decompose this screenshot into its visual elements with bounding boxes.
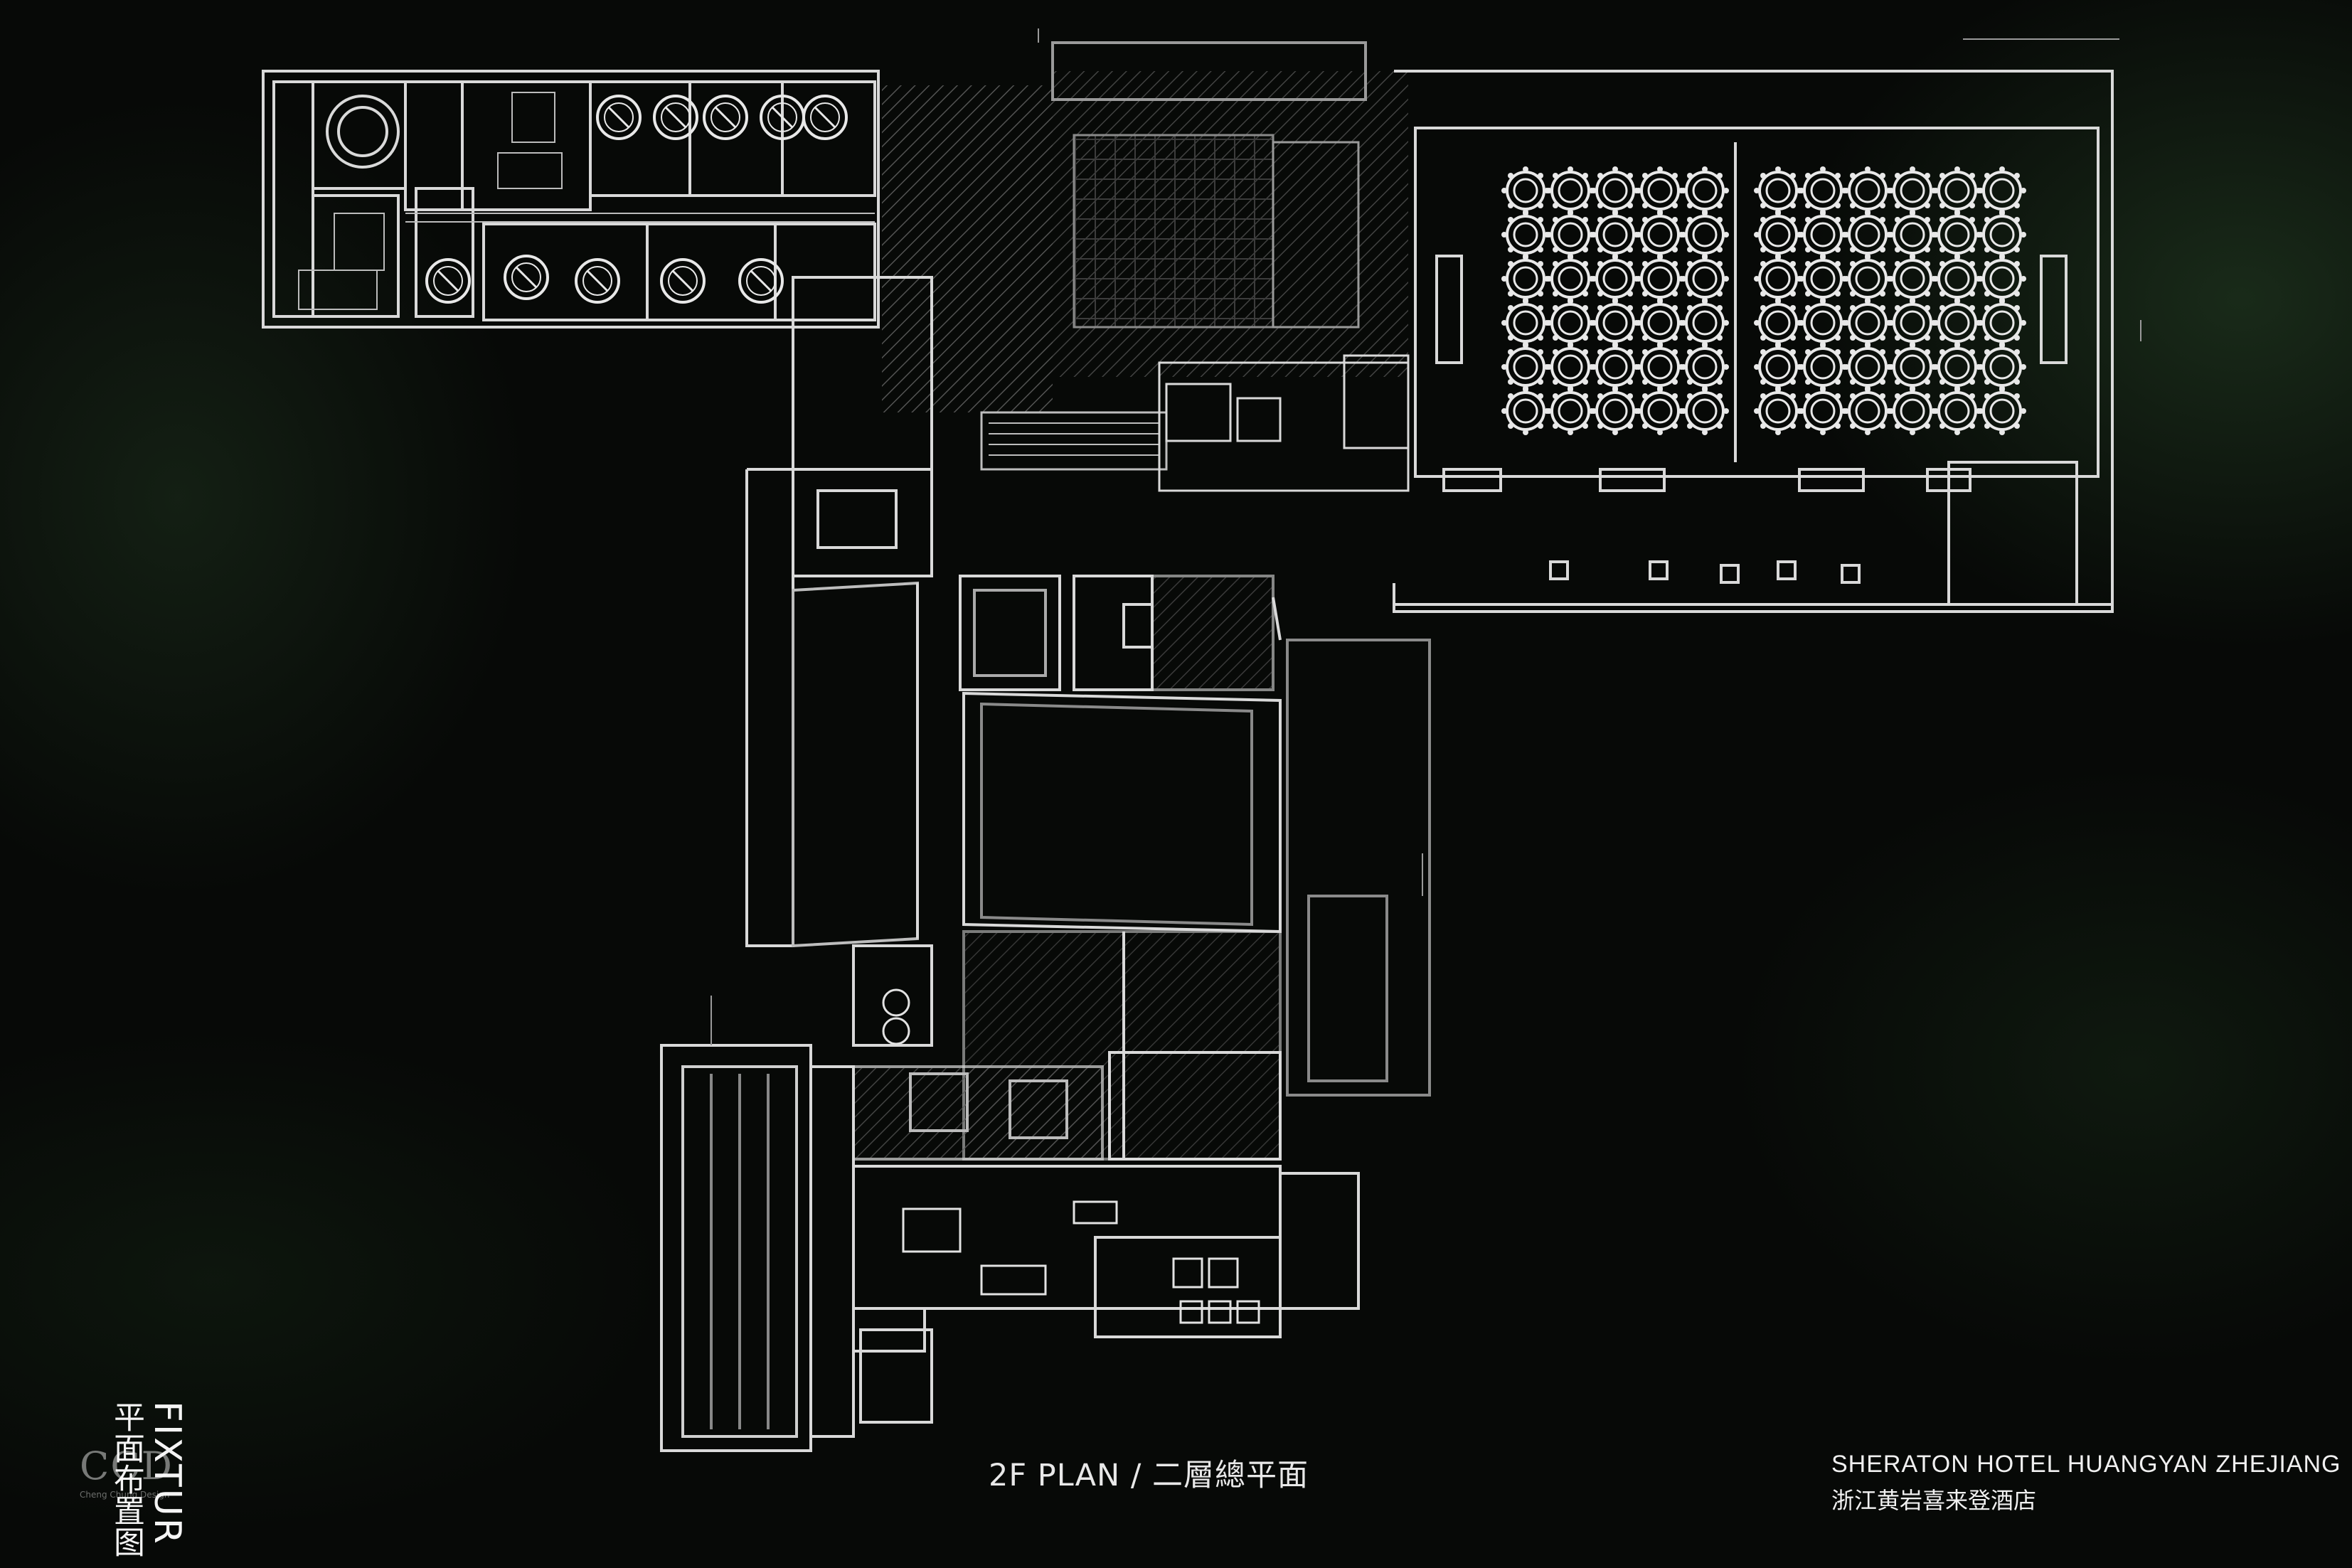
banquet-table bbox=[1842, 385, 1893, 437]
sheet-title-vertical-cn: 平面布置图 bbox=[108, 1401, 144, 1557]
designer-watermark-sub: Cheng Chung Design bbox=[80, 1490, 170, 1500]
banquet-table bbox=[1797, 385, 1848, 437]
banquet-table bbox=[1679, 297, 1730, 348]
banquet-table bbox=[1679, 165, 1730, 216]
banquet-table bbox=[1976, 297, 2028, 348]
banquet-table bbox=[1590, 165, 1641, 216]
plan-caption: 2F PLAN / 二層總平面 bbox=[989, 1458, 1309, 1493]
private-dining-wing bbox=[262, 70, 880, 329]
banquet-table bbox=[1634, 253, 1686, 304]
banquet-table bbox=[1887, 341, 1938, 393]
banquet-table bbox=[1634, 209, 1686, 260]
banquet-table bbox=[1842, 341, 1893, 393]
ballroom-tables-right bbox=[1752, 165, 2028, 437]
banquet-table bbox=[1500, 385, 1551, 437]
banquet-table bbox=[1976, 253, 2028, 304]
ballroom bbox=[1393, 70, 2114, 613]
central-corridor bbox=[745, 276, 933, 948]
banquet-table bbox=[1797, 165, 1848, 216]
banquet-table bbox=[1887, 165, 1938, 216]
project-name-en: SHERATON HOTEL HUANGYAN ZHEJIANG bbox=[1831, 1451, 2341, 1478]
banquet-table bbox=[1545, 385, 1596, 437]
banquet-table bbox=[1545, 253, 1596, 304]
kitchen-core bbox=[882, 41, 1408, 471]
designer-watermark: CCD bbox=[80, 1444, 174, 1488]
banquet-table bbox=[1976, 341, 2028, 393]
banquet-table bbox=[1932, 341, 1983, 393]
sheet-title-vertical: FIXTUR bbox=[146, 1401, 188, 1546]
pre-function bbox=[1394, 468, 2112, 606]
banquet-table bbox=[1545, 209, 1596, 260]
banquet-table bbox=[1932, 253, 1983, 304]
banquet-table bbox=[1842, 165, 1893, 216]
banquet-table bbox=[1679, 341, 1730, 393]
banquet-table bbox=[1842, 297, 1893, 348]
banquet-table bbox=[1887, 253, 1938, 304]
banquet-table bbox=[1500, 253, 1551, 304]
banquet-table bbox=[1545, 341, 1596, 393]
banquet-table bbox=[1842, 209, 1893, 260]
banquet-table bbox=[1887, 297, 1938, 348]
project-name-cn: 浙江黄岩喜来登酒店 bbox=[1831, 1487, 2037, 1514]
banquet-table bbox=[1590, 253, 1641, 304]
banquet-table bbox=[1500, 165, 1551, 216]
banquet-table bbox=[1679, 253, 1730, 304]
banquet-table bbox=[1752, 297, 1804, 348]
banquet-table bbox=[1590, 209, 1641, 260]
banquet-table bbox=[1590, 385, 1641, 437]
banquet-table bbox=[1752, 253, 1804, 304]
banquet-table bbox=[1797, 341, 1848, 393]
service-block bbox=[1158, 354, 1410, 492]
banquet-table bbox=[1590, 341, 1641, 393]
banquet-table bbox=[1634, 165, 1686, 216]
pool-wing bbox=[660, 944, 1360, 1452]
banquet-table bbox=[1797, 253, 1848, 304]
banquet-table bbox=[1500, 341, 1551, 393]
banquet-table bbox=[1932, 297, 1983, 348]
banquet-table bbox=[1634, 297, 1686, 348]
banquet-table bbox=[1752, 341, 1804, 393]
banquet-table bbox=[1752, 209, 1804, 260]
banquet-table bbox=[1976, 165, 2028, 216]
banquet-table bbox=[1500, 209, 1551, 260]
banquet-table bbox=[1932, 385, 1983, 437]
banquet-table bbox=[1797, 209, 1848, 260]
banquet-table bbox=[1634, 385, 1686, 437]
banquet-table bbox=[1634, 341, 1686, 393]
banquet-table bbox=[1752, 165, 1804, 216]
banquet-table bbox=[1590, 297, 1641, 348]
banquet-table bbox=[1752, 385, 1804, 437]
banquet-table bbox=[1842, 253, 1893, 304]
banquet-table bbox=[1545, 297, 1596, 348]
banquet-table bbox=[1679, 385, 1730, 437]
banquet-table bbox=[1887, 385, 1938, 437]
banquet-table bbox=[1932, 165, 1983, 216]
banquet-table bbox=[1545, 165, 1596, 216]
banquet-table bbox=[1887, 209, 1938, 260]
banquet-table bbox=[1976, 385, 2028, 437]
banquet-table bbox=[1797, 297, 1848, 348]
banquet-table bbox=[1976, 209, 2028, 260]
banquet-table bbox=[1500, 297, 1551, 348]
banquet-table bbox=[1932, 209, 1983, 260]
banquet-table bbox=[1679, 209, 1730, 260]
spa-fixtures bbox=[882, 988, 1260, 1324]
ballroom-tables-left bbox=[1500, 165, 1730, 437]
